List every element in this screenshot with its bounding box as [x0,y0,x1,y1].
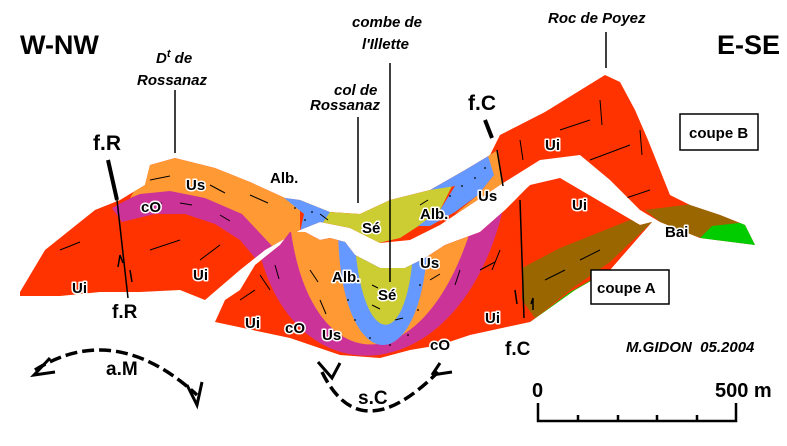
scale-start-label: 0 [532,380,543,402]
label-dent-rossanaz-line2: Rossanaz [137,72,208,89]
coupe-b-label: coupe B [689,125,748,142]
coupe-b-box [679,113,759,151]
scale-bar [536,403,738,423]
fault-r-label-top: f.R [93,132,121,155]
fault-r-trace [116,199,129,299]
unit-co-band [112,190,275,258]
syncline-arc-symbol [320,370,440,413]
orientation-west: W-NW [20,30,99,60]
fault-movement-arrows [117,254,534,310]
unit-label-us: Us [186,177,205,194]
orientation-east: E-SE [717,30,780,60]
fault-c-marker [483,119,494,139]
unit-label-co: cO [430,337,450,354]
label-roc-poyez: Roc de Poyez [548,10,646,27]
unit-green [700,222,755,248]
label-dent-rossanaz-line1: Dt de [156,48,192,67]
unit-bai-lower [522,220,652,318]
alb-dots-lower [344,279,421,346]
anticline-arrow-right-icon [185,381,204,410]
unit-label-alb: Alb. [332,269,360,286]
fault-c-label-bottom: f.C [505,339,531,360]
label-combe-line2: l'Illette [362,36,409,53]
label-col-line1: col de [334,82,377,99]
author-credit: M.GIDON 05.2004 [626,339,755,356]
unit-label-us: Us [478,188,497,205]
unit-label-bai: Bai [665,224,688,241]
anticline-label: a.M [106,359,138,380]
syncline-label: s.C [358,388,388,409]
unit-label-us: Us [420,255,439,272]
unit-label-se: Sé [362,220,380,237]
unit-label-ui: Ui [72,280,87,297]
syncline-marker-right-icon [430,362,453,377]
unit-label-ui: Ui [485,310,500,327]
bedding-lines-lower [239,249,601,321]
unit-se-core [300,180,455,245]
unit-label-ui: Ui [545,137,560,154]
fault-c-label-top: f.C [468,92,496,115]
anticline-arc-symbol [34,348,199,397]
label-dent-d: D [156,50,167,67]
unit-alb-right [418,150,498,226]
unit-label-se: Sé [378,287,396,304]
unit-label-co: cO [285,320,305,337]
unit-label-ui: Ui [572,197,587,214]
scale-end-label: 500 m [715,380,772,402]
unit-label-us: Us [322,327,341,344]
bedding-lines-upper [59,99,651,261]
unit-bai [645,203,748,238]
unit-label-co: cO [141,199,161,216]
fault-r-label-bottom: f.R [112,302,138,323]
unit-label-alb: Alb. [420,206,448,223]
alb-dots-upper [294,167,486,221]
fault-r-marker [106,159,119,201]
unit-us-band [130,158,300,246]
label-col-line2: Rossanaz [310,97,381,114]
syncline-marker-left-icon [316,361,342,381]
label-combe-line1: combe de [352,14,422,31]
coupe-a-box [590,269,670,305]
unit-label-ui: Ui [245,315,260,332]
label-dent-de: de [171,50,193,67]
fault-c-trace-lower [519,199,525,319]
unit-label-alb: Alb. [270,170,298,187]
anticline-arrow-left-icon [29,356,56,378]
fault-c-trace-upper [496,149,504,187]
coupe-a-label: coupe A [597,280,656,297]
label-dent-t: t [167,48,172,60]
unit-label-ui: Ui [193,267,208,284]
